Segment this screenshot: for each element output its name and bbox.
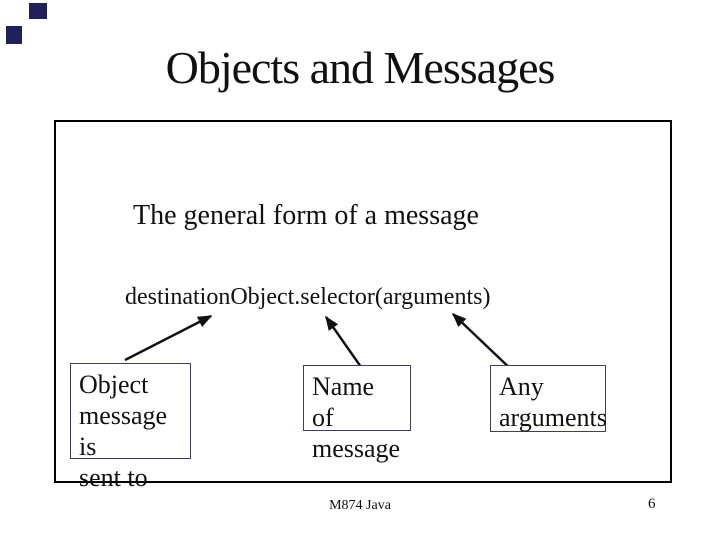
callout-line: message: [312, 434, 401, 463]
callout-line: sent to: [79, 463, 148, 492]
slide-title: Objects and Messages: [165, 42, 556, 93]
callout-selector: Name of message: [303, 365, 411, 463]
callout-destination-object: Object message is sent to: [70, 363, 191, 492]
corner-marker-icon: [6, 26, 22, 44]
callout-line: Name of: [312, 372, 375, 432]
callout-line: arguments: [499, 403, 607, 432]
corner-marker-icon: [29, 3, 47, 19]
callout-line: Any: [499, 372, 544, 401]
message-form-text: destinationObject.selector(arguments): [125, 284, 491, 310]
footer-course-code: M874 Java: [329, 498, 391, 513]
page-number: 6: [648, 496, 656, 512]
content-frame: [54, 120, 672, 483]
callout-arguments: Any arguments: [490, 365, 607, 432]
heading-text: The general form of a message: [133, 200, 479, 231]
callout-line: Object: [79, 370, 149, 399]
callout-line: message is: [79, 401, 168, 461]
